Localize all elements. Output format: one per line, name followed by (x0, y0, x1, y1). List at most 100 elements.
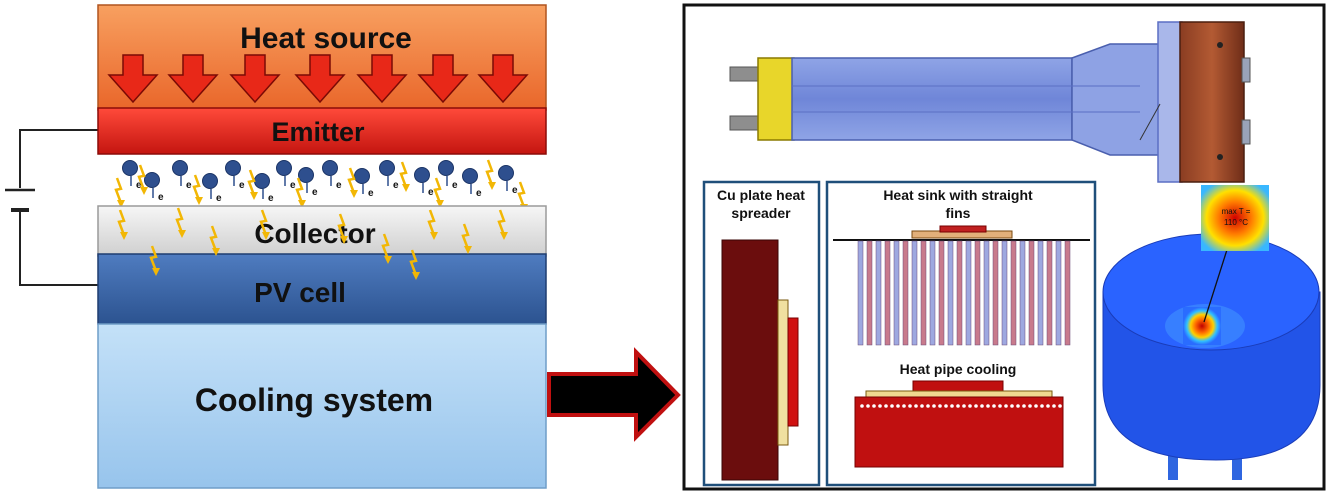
heat-pipe-channel (890, 404, 894, 408)
heat-pipe-channel (896, 404, 900, 408)
electron-symbol: e (158, 192, 164, 203)
heat-pipe-channel (878, 404, 882, 408)
heat-pipe-channel (914, 404, 918, 408)
max-temp-inset (1201, 185, 1269, 251)
heat-pipe-title: Heat pipe cooling (900, 361, 1017, 377)
electron-symbol: e (428, 187, 434, 198)
heat-sink-fin (974, 240, 981, 346)
electron (298, 167, 314, 183)
heat-pipe-channel (902, 404, 906, 408)
thermal-simulation: max T = 110 °C (1102, 185, 1321, 480)
cu-plate-panel: Cu plate heat spreader (702, 180, 821, 487)
heat-sink-fin (902, 240, 909, 346)
cylindrical-device (729, 21, 1251, 183)
photon-arrow (137, 164, 146, 191)
heat-sink-fins (857, 240, 1071, 346)
heat-pipe-channel (860, 404, 864, 408)
cu-plate-body (721, 239, 779, 481)
heat-arrow (167, 54, 219, 104)
photon-arrow (209, 225, 218, 252)
heat-sink-fin (938, 240, 945, 346)
heat-pipe-channel (950, 404, 954, 408)
pv-cell-layer: PV cell (97, 253, 547, 325)
heat-pipe-channel (998, 404, 1002, 408)
heat-pipe-channel (974, 404, 978, 408)
electron (225, 160, 241, 176)
heat-arrow (229, 54, 281, 104)
photon-arrow (347, 167, 356, 194)
heat-sink-fin (875, 240, 882, 346)
photon-arrow (117, 209, 126, 236)
electron (379, 160, 395, 176)
electron-symbol: e (452, 180, 458, 191)
photon-arrow (295, 177, 304, 204)
device-flange (1157, 21, 1183, 183)
device-yellow-collar (757, 57, 795, 141)
heat-pipe-channel (1034, 404, 1038, 408)
heat-pipe-channel (866, 404, 870, 408)
heat-pipe-channel (986, 404, 990, 408)
heat-sink-panel: Heat sink with straight fins Heat pipe c… (825, 180, 1097, 487)
heat-sink-fin (884, 240, 891, 346)
heat-sink-fin (857, 240, 864, 346)
heat-sink-fin (920, 240, 927, 346)
heat-sink-fin (1001, 240, 1008, 346)
heat-pipe-channel (1046, 404, 1050, 408)
photon-arrow (461, 223, 470, 250)
heat-sink-fin (947, 240, 954, 346)
max-temp-line2: 110 °C (1224, 218, 1248, 227)
photon-arrow (192, 174, 201, 201)
photon-arrow (337, 213, 346, 240)
heat-sink-title-line1: Heat sink with straight (883, 187, 1033, 203)
electron-symbol: e (512, 185, 518, 196)
heat-pipe-channel (1010, 404, 1014, 408)
heat-pipe-channel (980, 404, 984, 408)
electron-symbol: e (476, 188, 482, 199)
electron (414, 167, 430, 183)
electron-symbol: e (368, 188, 374, 199)
heat-pipe-channels (860, 404, 1062, 408)
electron (254, 173, 270, 189)
heat-pipe-channel (1022, 404, 1026, 408)
photon-arrow (427, 209, 436, 236)
photon-arrow (433, 177, 442, 204)
photon-arrow (409, 249, 418, 276)
heat-sink-title-line2: fins (946, 205, 971, 221)
photon-arrow (497, 209, 506, 236)
photon-arrow (259, 209, 268, 236)
photon-arrow (381, 233, 390, 260)
photon-arrow (517, 181, 526, 208)
photon-arrow (247, 169, 256, 196)
heat-arrow (477, 54, 529, 104)
electron-symbol: e (136, 180, 142, 191)
heat-sink-fin (911, 240, 918, 346)
electron-symbol: e (239, 180, 245, 191)
heat-pipe-channel (926, 404, 930, 408)
heat-sink-fin (1028, 240, 1035, 346)
photon-arrow (399, 161, 408, 188)
device-tube (791, 57, 1073, 141)
electron (438, 160, 454, 176)
heat-arrow (356, 54, 408, 104)
external-circuit (5, 129, 98, 286)
heat-sink-fin (992, 240, 999, 346)
photon-arrow (175, 207, 184, 234)
cu-plate-layer (777, 299, 789, 446)
heat-sink-fin (1019, 240, 1026, 346)
photon-arrow (114, 177, 123, 204)
heat-source-layer: Heat source (97, 4, 547, 111)
heat-pipe-channel (908, 404, 912, 408)
electron (498, 165, 514, 181)
heat-sink-fin (956, 240, 963, 346)
cooling-system-label: Cooling system (195, 382, 433, 418)
heat-pipe-channel (1028, 404, 1032, 408)
electron-symbol: e (336, 180, 342, 191)
electron (144, 172, 160, 188)
electron (202, 173, 218, 189)
emitter-layer: Emitter (97, 107, 547, 155)
heat-pipe-channel (1052, 404, 1056, 408)
heat-pipe-block (854, 396, 1064, 468)
max-temp-line1: max T = (1222, 207, 1251, 216)
cu-plate-cell (787, 317, 799, 427)
